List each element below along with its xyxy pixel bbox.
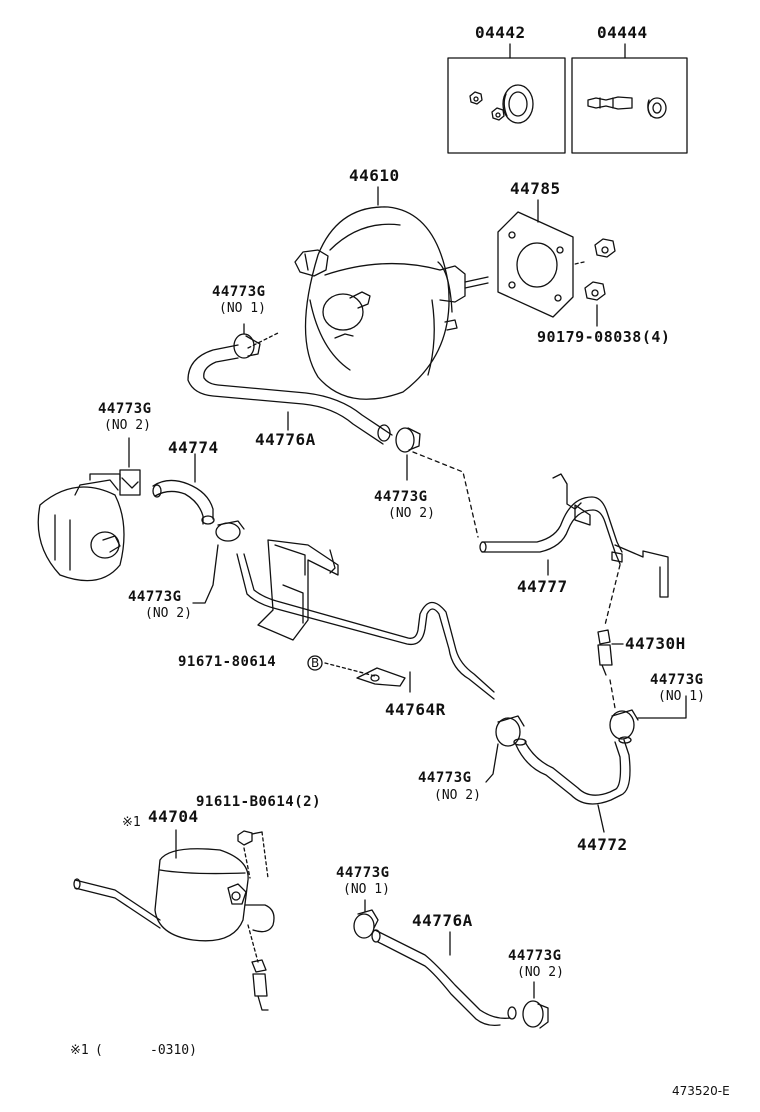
part-label-44773g-h: 44773G	[508, 948, 562, 964]
footnote-mark: ※1	[70, 1043, 89, 1058]
part-label-44773g-d: 44773G	[374, 489, 428, 505]
upper-vacuum-hose	[188, 333, 392, 444]
part-label-44773g-a: 44773G	[212, 284, 266, 300]
hose-clip-b	[120, 438, 140, 495]
part-mark-44704: ※1	[122, 815, 141, 830]
part-label-44785: 44785	[510, 179, 561, 198]
kit-04442-seal-icon	[503, 85, 533, 123]
part-label-44773g-f: 44773G	[418, 770, 472, 786]
part-label-44704: 44704	[148, 807, 199, 826]
footnote-open: (	[95, 1043, 103, 1058]
hose-clip-c	[193, 521, 244, 603]
vacuum-pipe-44777	[413, 452, 668, 625]
part-sub-44773g-a: (NO 1)	[219, 301, 266, 316]
hose-44774	[153, 454, 214, 524]
hose-44772	[514, 737, 631, 832]
part-label-91671-80614: 91671-80614	[178, 654, 277, 670]
part-sub-44773g-h: (NO 2)	[517, 965, 564, 980]
part-label-44776a-bottom: 44776A	[412, 911, 473, 930]
footnote-range: -0310)	[150, 1043, 197, 1058]
hose-clip-h	[523, 982, 548, 1028]
kit-box-04444	[572, 44, 687, 153]
part-label-44776a-top: 44776A	[255, 430, 316, 449]
hose-clip-a	[234, 324, 260, 358]
hose-clip-g	[354, 900, 378, 938]
kit-04442-nut-icon	[470, 92, 504, 120]
part-label-44773g-g: 44773G	[336, 865, 390, 881]
part-sub-44773g-b: (NO 2)	[104, 418, 151, 433]
lower-vacuum-hose	[372, 930, 516, 1025]
part-label-44730h: 44730H	[625, 634, 686, 653]
booster-mount-nuts	[575, 239, 615, 326]
part-sub-44773g-f: (NO 2)	[434, 788, 481, 803]
part-label-44777: 44777	[517, 577, 568, 596]
kit-label-04444: 04444	[597, 23, 648, 42]
part-label-44772: 44772	[577, 835, 628, 854]
kit-label-04442: 04442	[475, 23, 526, 42]
part-label-44773g-e: 44773G	[650, 672, 704, 688]
part-label-91611-b0614: 91611-B0614(2)	[196, 794, 322, 810]
part-label-44610: 44610	[349, 166, 400, 185]
part-label-44764r: 44764R	[385, 700, 446, 719]
part-sub-44773g-e: (NO 1)	[658, 689, 705, 704]
part-sub-44773g-c: (NO 2)	[145, 606, 192, 621]
part-label-90179-08038: 90179-08038(4)	[537, 328, 671, 346]
check-valve-44730h	[598, 630, 623, 708]
brake-booster	[295, 187, 488, 399]
left-vacuum-canister	[38, 474, 124, 581]
kit-04444-check-valve-icon	[588, 97, 632, 109]
vacuum-tank-44704	[74, 830, 274, 1010]
kit-04444-grommet-icon	[648, 98, 666, 118]
part-sub-44773g-d: (NO 2)	[388, 506, 435, 521]
hose-clip-f	[486, 716, 524, 782]
reference-code: 473520-E	[672, 1084, 730, 1098]
part-sub-44773g-g: (NO 1)	[343, 882, 390, 897]
part-mark-91671-80614: B	[311, 656, 320, 670]
part-label-44773g-c: 44773G	[128, 589, 182, 605]
part-label-44774: 44774	[168, 438, 219, 457]
bracket-pipe-44764r	[237, 540, 494, 699]
hose-clip-e	[610, 696, 686, 739]
booster-gasket	[498, 200, 573, 317]
part-label-44773g-b: 44773G	[98, 401, 152, 417]
kit-box-04442	[448, 44, 565, 153]
hose-clip-d	[396, 428, 420, 480]
